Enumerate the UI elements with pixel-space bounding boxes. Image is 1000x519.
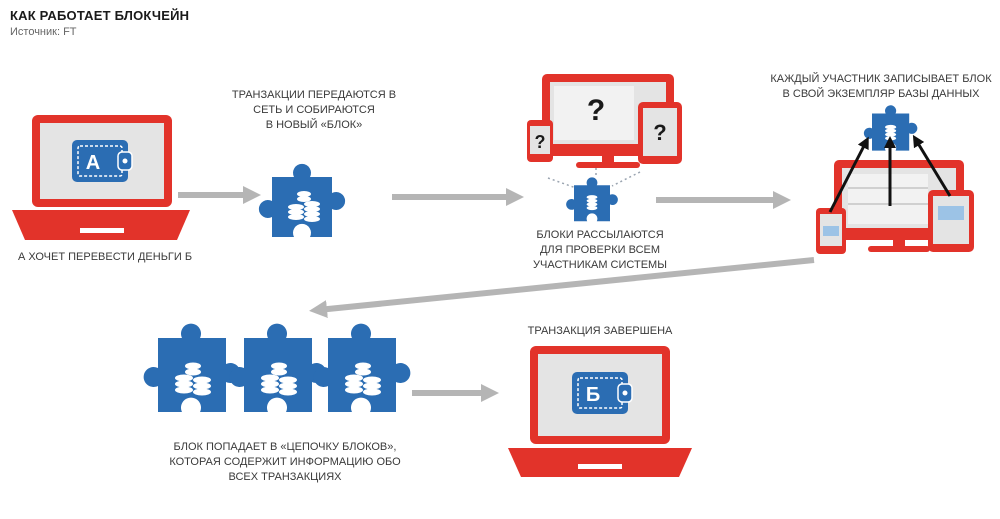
chain-block-icon (143, 323, 241, 412)
page-title: КАК РАБОТАЕТ БЛОКЧЕЙН (10, 8, 190, 23)
done-caption: ТРАНЗАКЦИЯ ЗАВЕРШЕНА (527, 325, 673, 337)
record-devices (816, 105, 974, 254)
broadcast-caption: БЛОКИ РАССЫЛАЮТСЯ ДЛЯ ПРОВЕРКИ ВСЕМ УЧАС… (533, 229, 667, 271)
arrow-to-chain (309, 257, 815, 319)
tablet-icon (928, 190, 974, 252)
chain-caption: БЛОК ПОПАДАЕТ В «ЦЕПОЧКУ БЛОКОВ», КОТОРА… (169, 441, 401, 483)
svg-text:?: ? (535, 132, 546, 152)
record-arrow (828, 136, 869, 213)
small-block-puzzle-icon (566, 177, 618, 222)
sender-laptop-icon: А (12, 115, 190, 240)
record-arrow (912, 134, 952, 197)
broadcast-line (547, 177, 577, 189)
wallet-icon: Б (572, 372, 633, 414)
broadcast-devices: ? ? ? (527, 74, 682, 222)
receiver-laptop-icon: Б (508, 346, 692, 477)
svg-text:?: ? (653, 120, 666, 145)
chain-block-icon (313, 323, 411, 412)
block-puzzle-icon (258, 163, 346, 237)
source-note: Источник: FT (10, 26, 77, 38)
block-caption: ТРАНЗАКЦИИ ПЕРЕДАЮТСЯ В СЕТЬ И СОБИРАЮТС… (231, 89, 397, 131)
receiver-wallet-letter: Б (586, 384, 600, 406)
phone-icon (816, 208, 846, 254)
tablet-icon: ? (638, 102, 682, 164)
phone-icon: ? (527, 120, 553, 162)
broadcast-line (611, 171, 641, 187)
record-caption: КАЖДЫЙ УЧАСТНИК ЗАПИСЫВАЕТ БЛОК В СВОЙ Э… (770, 73, 992, 100)
coin-stack-icon (288, 191, 320, 222)
sender-wallet-letter: А (86, 152, 100, 174)
wallet-icon: А (72, 140, 133, 182)
chain-block-icon (229, 323, 327, 412)
sender-caption: А ХОЧЕТ ПЕРЕВЕСТИ ДЕНЬГИ Б (18, 251, 193, 263)
svg-text:?: ? (587, 94, 605, 127)
block-chain (143, 323, 411, 412)
